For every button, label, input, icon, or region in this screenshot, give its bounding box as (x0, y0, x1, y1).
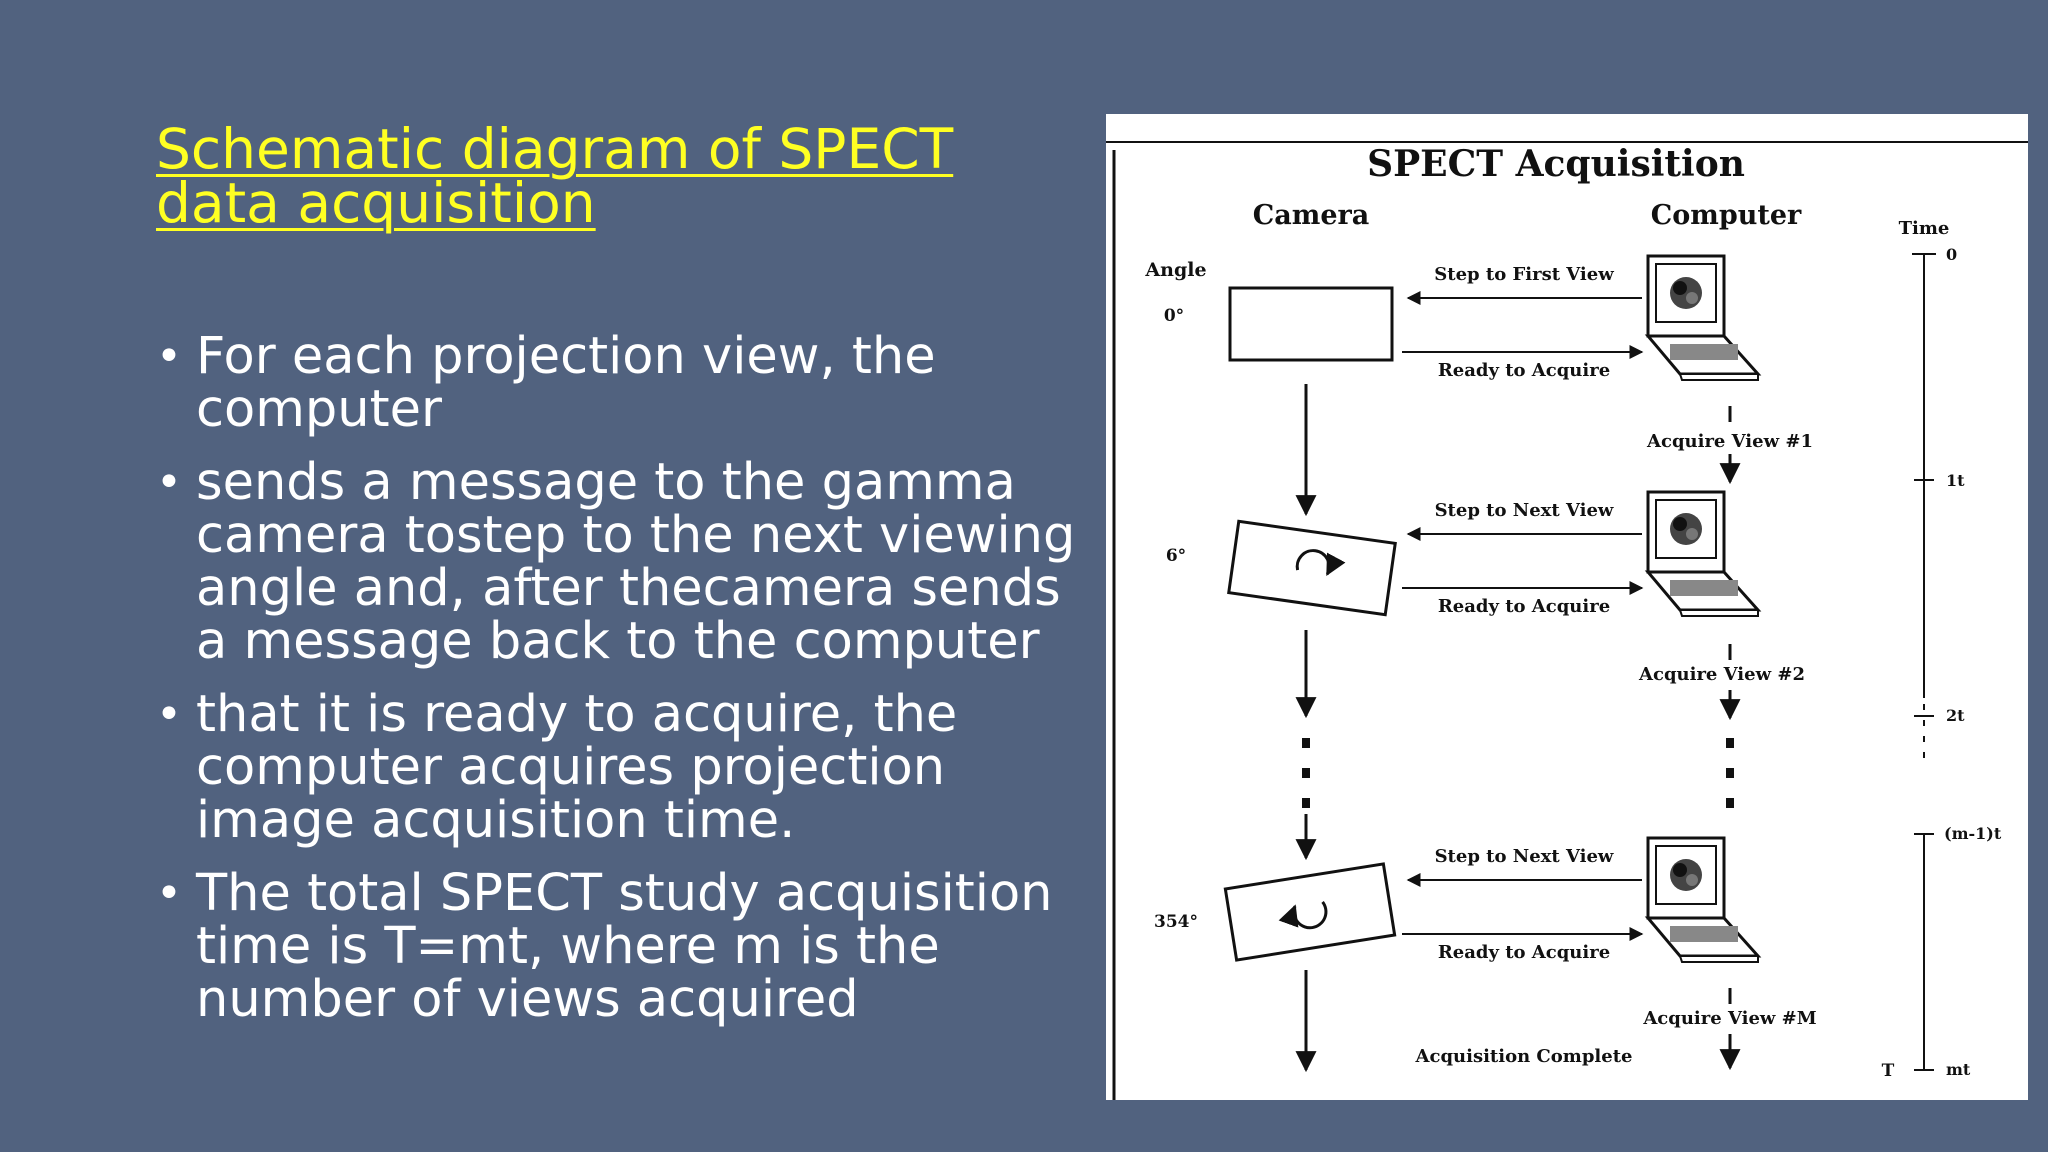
computer-terminal-icon (1646, 254, 1760, 382)
spect-diagram-svg: SPECT Acquisition Camera Computer Time A… (1106, 141, 2028, 1100)
gamma-camera-detector-icon (1223, 862, 1397, 962)
bullet-dot: • (156, 331, 182, 382)
angle-label: 354° (1154, 912, 1198, 932)
slide-title: Schematic diagram of SPECT data acquisit… (156, 117, 954, 235)
bullet-item: • sends a message to the gamma camera tos… (156, 456, 1096, 668)
rotation-arrow-icon (1295, 549, 1346, 577)
bullet-text: sends a message to the gamma camera tost… (196, 453, 1076, 671)
angle-label: 6° (1166, 546, 1186, 566)
time-tick-label: (m-1)t (1944, 824, 2002, 843)
reply-label: Ready to Acquire (1438, 360, 1610, 381)
time-tick-label: 1t (1946, 471, 1965, 490)
computer-terminal-icon (1646, 836, 1760, 964)
camera-header: Camera (1253, 200, 1369, 231)
bullet-item: • For each projection view, the computer (156, 330, 1096, 436)
computer-header: Computer (1651, 200, 1802, 231)
bullet-dot: • (156, 868, 182, 919)
gamma-camera-detector-icon (1227, 519, 1397, 617)
bullet-item: • The total SPECT study acquisition time… (156, 867, 1096, 1026)
completion-label: Acquisition Complete (1415, 1046, 1633, 1067)
bullet-text: that it is ready to acquire, the compute… (196, 685, 958, 850)
bullet-dot: • (156, 457, 182, 508)
angle-label: 0° (1164, 306, 1184, 326)
request-label: Step to Next View (1435, 500, 1614, 521)
acquire-label: Acquire View #M (1642, 1008, 1816, 1029)
reply-label: Ready to Acquire (1438, 942, 1610, 963)
acquire-label: Acquire View #1 (1646, 431, 1813, 452)
acquire-label: Acquire View #2 (1638, 664, 1805, 685)
time-tick-label: mt (1946, 1060, 1971, 1079)
diagram-title: SPECT Acquisition (1367, 143, 1745, 185)
bullet-dot: • (156, 689, 182, 740)
bullet-list: •For each projection view, the computer … (156, 330, 1096, 1046)
request-label: Step to Next View (1435, 846, 1614, 867)
time-tick-label: 0 (1946, 245, 1957, 264)
reply-label: Ready to Acquire (1438, 596, 1610, 617)
bullet-text: For each projection view, the computer (196, 327, 936, 439)
bullet-item: • that it is ready to acquire, the comput… (156, 688, 1096, 847)
computer-terminal-icon (1646, 490, 1760, 618)
spect-diagram: SPECT Acquisition Camera Computer Time A… (1106, 114, 2028, 1100)
gamma-camera-detector-icon (1228, 286, 1394, 362)
time-total-label: T (1882, 1061, 1895, 1081)
time-tick-label: 2t (1946, 706, 1965, 725)
bullet-text: The total SPECT study acquisition time i… (196, 864, 1053, 1029)
angle-header: Angle (1144, 259, 1206, 281)
request-label: Step to First View (1434, 264, 1614, 285)
time-header: Time (1899, 218, 1950, 239)
rotation-arrow-icon (1278, 900, 1328, 930)
